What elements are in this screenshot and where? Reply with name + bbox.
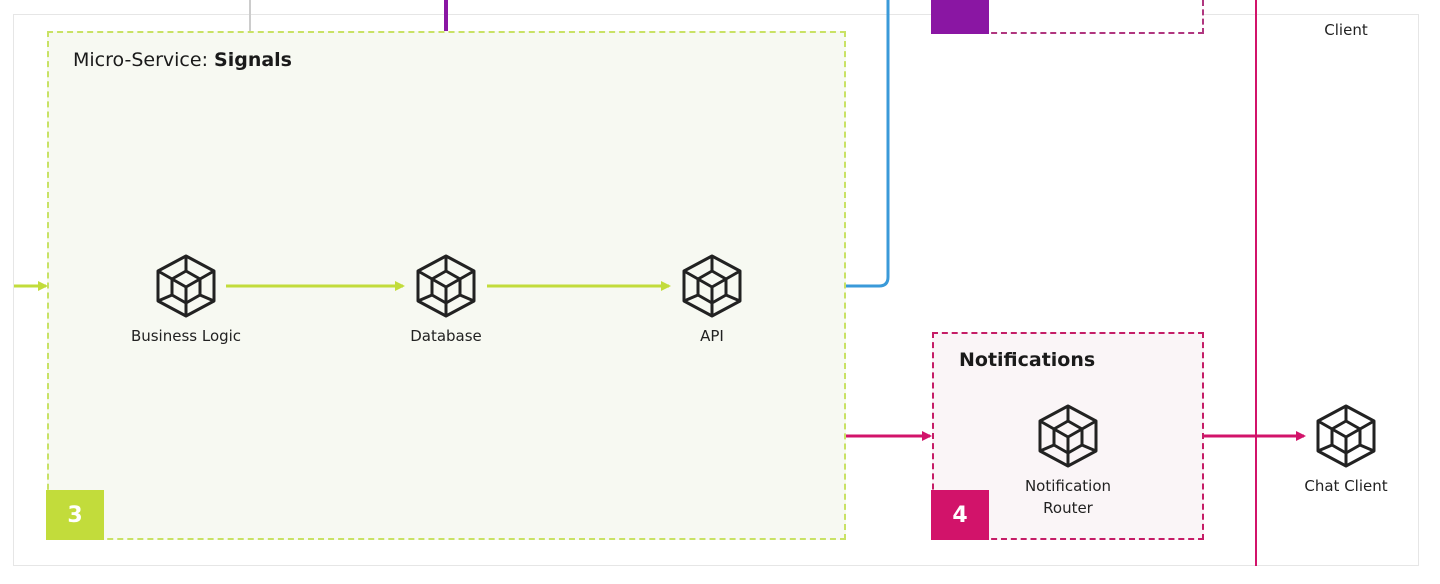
cube-icon [1316,404,1376,468]
cube-icon [1038,404,1098,468]
notifications-title: Notifications [959,349,1096,371]
api-label: API [700,327,724,345]
chat-client-label: Chat Client [1304,477,1388,495]
cube-icon [156,254,216,318]
database-label: Database [410,327,482,345]
top-client-label: Client [1324,21,1368,39]
signals-badge: 3 [46,490,104,540]
cube-icon [416,254,476,318]
notification-router-label: Notification Router [1024,477,1112,517]
api-blue-connector [846,0,890,288]
cube-icon [682,254,742,318]
top-service-badge [931,0,989,34]
signals-title: Micro-Service: Signals [73,49,292,71]
notifications-badge: 4 [931,490,989,540]
business-logic-label: Business Logic [130,327,242,345]
